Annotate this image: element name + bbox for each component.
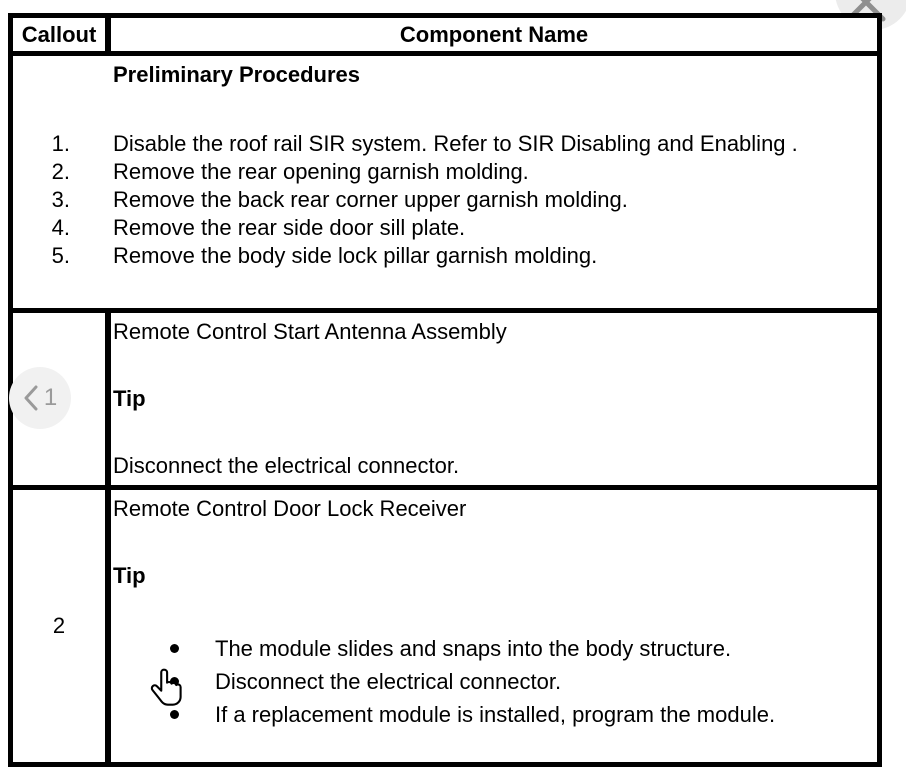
step-number: 2. xyxy=(51,159,70,184)
component-cell-2: Remote Control Door Lock Receiver Tip Th… xyxy=(111,490,877,762)
table-row-callout-2: 2 Remote Control Door Lock Receiver Tip … xyxy=(13,490,877,762)
table-header-row: Callout Component Name xyxy=(13,18,877,56)
step-text: Remove the rear opening garnish molding. xyxy=(113,159,529,184)
bullet-text: Disconnect the electrical connector. xyxy=(215,669,562,694)
step-text: Remove the back rear corner upper garnis… xyxy=(113,187,628,212)
tip-label: Tip xyxy=(113,386,146,411)
chevron-left-icon xyxy=(24,385,38,411)
step-text: Remove the body side lock pillar garnish… xyxy=(113,243,598,268)
step-number: 1. xyxy=(51,131,70,156)
bullet-icon xyxy=(170,710,179,719)
callout-number: 2 xyxy=(52,613,66,638)
bullet-icon xyxy=(170,677,179,686)
tip-label: Tip xyxy=(113,563,146,588)
preliminary-procedures-row: Preliminary Procedures 1. Disable the ro… xyxy=(13,56,877,313)
bullet-text: If a replacement module is installed, pr… xyxy=(215,702,776,727)
list-item: 5. Remove the body side lock pillar garn… xyxy=(13,242,869,270)
list-item: The module slides and snaps into the bod… xyxy=(113,632,871,665)
list-item: 1. Disable the roof rail SIR system. Ref… xyxy=(13,130,869,158)
step-text: Disable the roof rail SIR system. Refer … xyxy=(113,131,798,156)
tip-note: Disconnect the electrical connector. xyxy=(113,453,460,478)
list-item: 4. Remove the rear side door sill plate. xyxy=(13,214,869,242)
header-component-name: Component Name xyxy=(399,21,589,47)
list-item: Disconnect the electrical connector. xyxy=(113,665,871,698)
callout-nav-button[interactable]: 1 xyxy=(9,367,71,429)
component-title: Remote Control Door Lock Receiver xyxy=(113,496,467,521)
callout-cell-2: 2 xyxy=(13,490,111,762)
list-item: 2. Remove the rear opening garnish moldi… xyxy=(13,158,869,186)
step-text: Remove the rear side door sill plate. xyxy=(113,215,466,240)
component-title: Remote Control Start Antenna Assembly xyxy=(113,319,507,344)
preliminary-steps-list: 1. Disable the roof rail SIR system. Ref… xyxy=(13,130,869,270)
callout-cell-1: 1 xyxy=(9,313,111,485)
step-number: 5. xyxy=(51,243,70,268)
list-item: If a replacement module is installed, pr… xyxy=(113,698,871,731)
step-number: 4. xyxy=(51,215,70,240)
callout-number: 1 xyxy=(43,384,58,411)
component-table: Callout Component Name Preliminary Proce… xyxy=(8,13,882,767)
component-cell-1: Remote Control Start Antenna Assembly Ti… xyxy=(111,313,877,485)
table-row-callout-1: 1 Remote Control Start Antenna Assembly … xyxy=(9,313,877,490)
tip-bullet-list: The module slides and snaps into the bod… xyxy=(113,632,871,731)
step-number: 3. xyxy=(51,187,70,212)
bullet-text: The module slides and snaps into the bod… xyxy=(215,636,732,661)
bullet-icon xyxy=(170,644,179,653)
list-item: 3. Remove the back rear corner upper gar… xyxy=(13,186,869,214)
header-callout: Callout xyxy=(13,18,111,51)
preliminary-procedures-title: Preliminary Procedures xyxy=(113,62,361,87)
